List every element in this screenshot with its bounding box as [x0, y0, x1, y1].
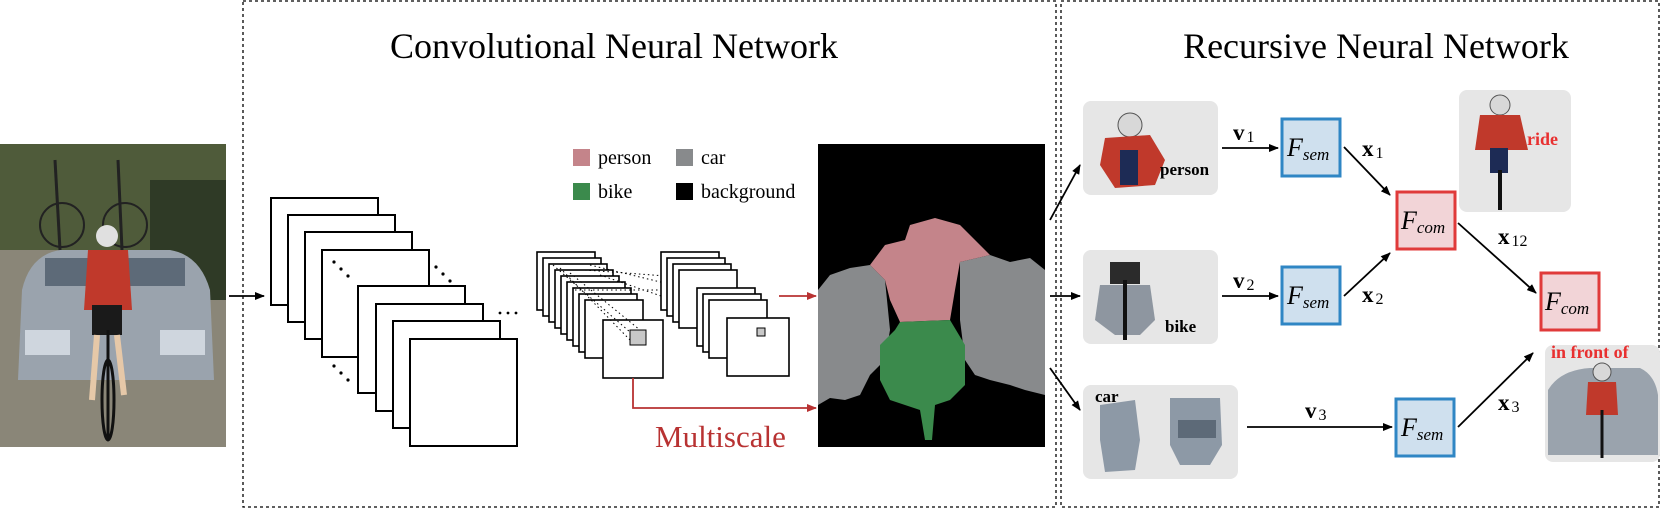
object-label-car: car	[1095, 387, 1119, 406]
object-label-person: person	[1160, 160, 1210, 179]
legend-label-person: person	[598, 147, 651, 169]
relation-ride: ride	[1459, 90, 1571, 212]
fcom-box-2: Fcom	[1539, 271, 1601, 332]
fcom-box-1: Fcom	[1395, 190, 1457, 251]
object-bike: bike	[1083, 250, 1218, 344]
feature-stack-small-2	[660, 251, 790, 377]
legend-swatch-bike	[573, 183, 590, 200]
arrow-x12	[1457, 222, 1537, 294]
segmentation-map	[818, 144, 1045, 447]
legend-swatch-person	[573, 149, 590, 166]
svg-text:Fcom: Fcom	[1400, 206, 1445, 237]
svg-text:Fcom: Fcom	[1544, 287, 1589, 318]
receptive-field-1	[629, 329, 647, 346]
input-image	[0, 144, 226, 447]
arrow-x1	[1343, 146, 1391, 196]
cnn-title: Convolutional Neural Network	[390, 26, 838, 66]
arrow-to-person	[1049, 164, 1081, 221]
rnn-title: Recursive Neural Network	[1183, 26, 1569, 66]
fsem-box-2: Fsem	[1280, 265, 1342, 326]
feature-stack-small-1	[536, 251, 664, 379]
legend-label-car: car	[701, 147, 726, 169]
relation-label-ride: ride	[1527, 129, 1558, 149]
svg-text:Fsem: Fsem	[1400, 413, 1443, 444]
svg-text:Fsem: Fsem	[1286, 133, 1329, 164]
legend-swatch-background	[676, 183, 693, 200]
legend-swatch-car	[676, 149, 693, 166]
svg-text:Fsem: Fsem	[1286, 281, 1329, 312]
legend-label-bike: bike	[598, 181, 633, 203]
object-car: car	[1083, 385, 1238, 479]
feature-stack-large	[270, 197, 518, 447]
cnn-panel	[242, 0, 1057, 508]
object-label-bike: bike	[1165, 317, 1197, 336]
legend: person car bike background	[573, 147, 795, 203]
relation-label-in-front-of: in front of	[1551, 342, 1630, 362]
object-person: person	[1083, 101, 1218, 195]
relation-in-front-of: in front of	[1545, 342, 1660, 462]
receptive-field-2	[756, 327, 766, 337]
legend-label-background: background	[701, 181, 795, 203]
multiscale-label: Multiscale	[655, 419, 786, 454]
multiscale-arrow	[632, 378, 817, 412]
fsem-box-1: Fsem	[1280, 117, 1342, 178]
arrow-x2	[1343, 252, 1391, 297]
stack-dots	[332, 260, 518, 382]
arrow-to-car	[1049, 367, 1081, 411]
arrow-x3	[1457, 352, 1534, 428]
fsem-box-3: Fsem	[1394, 397, 1456, 458]
